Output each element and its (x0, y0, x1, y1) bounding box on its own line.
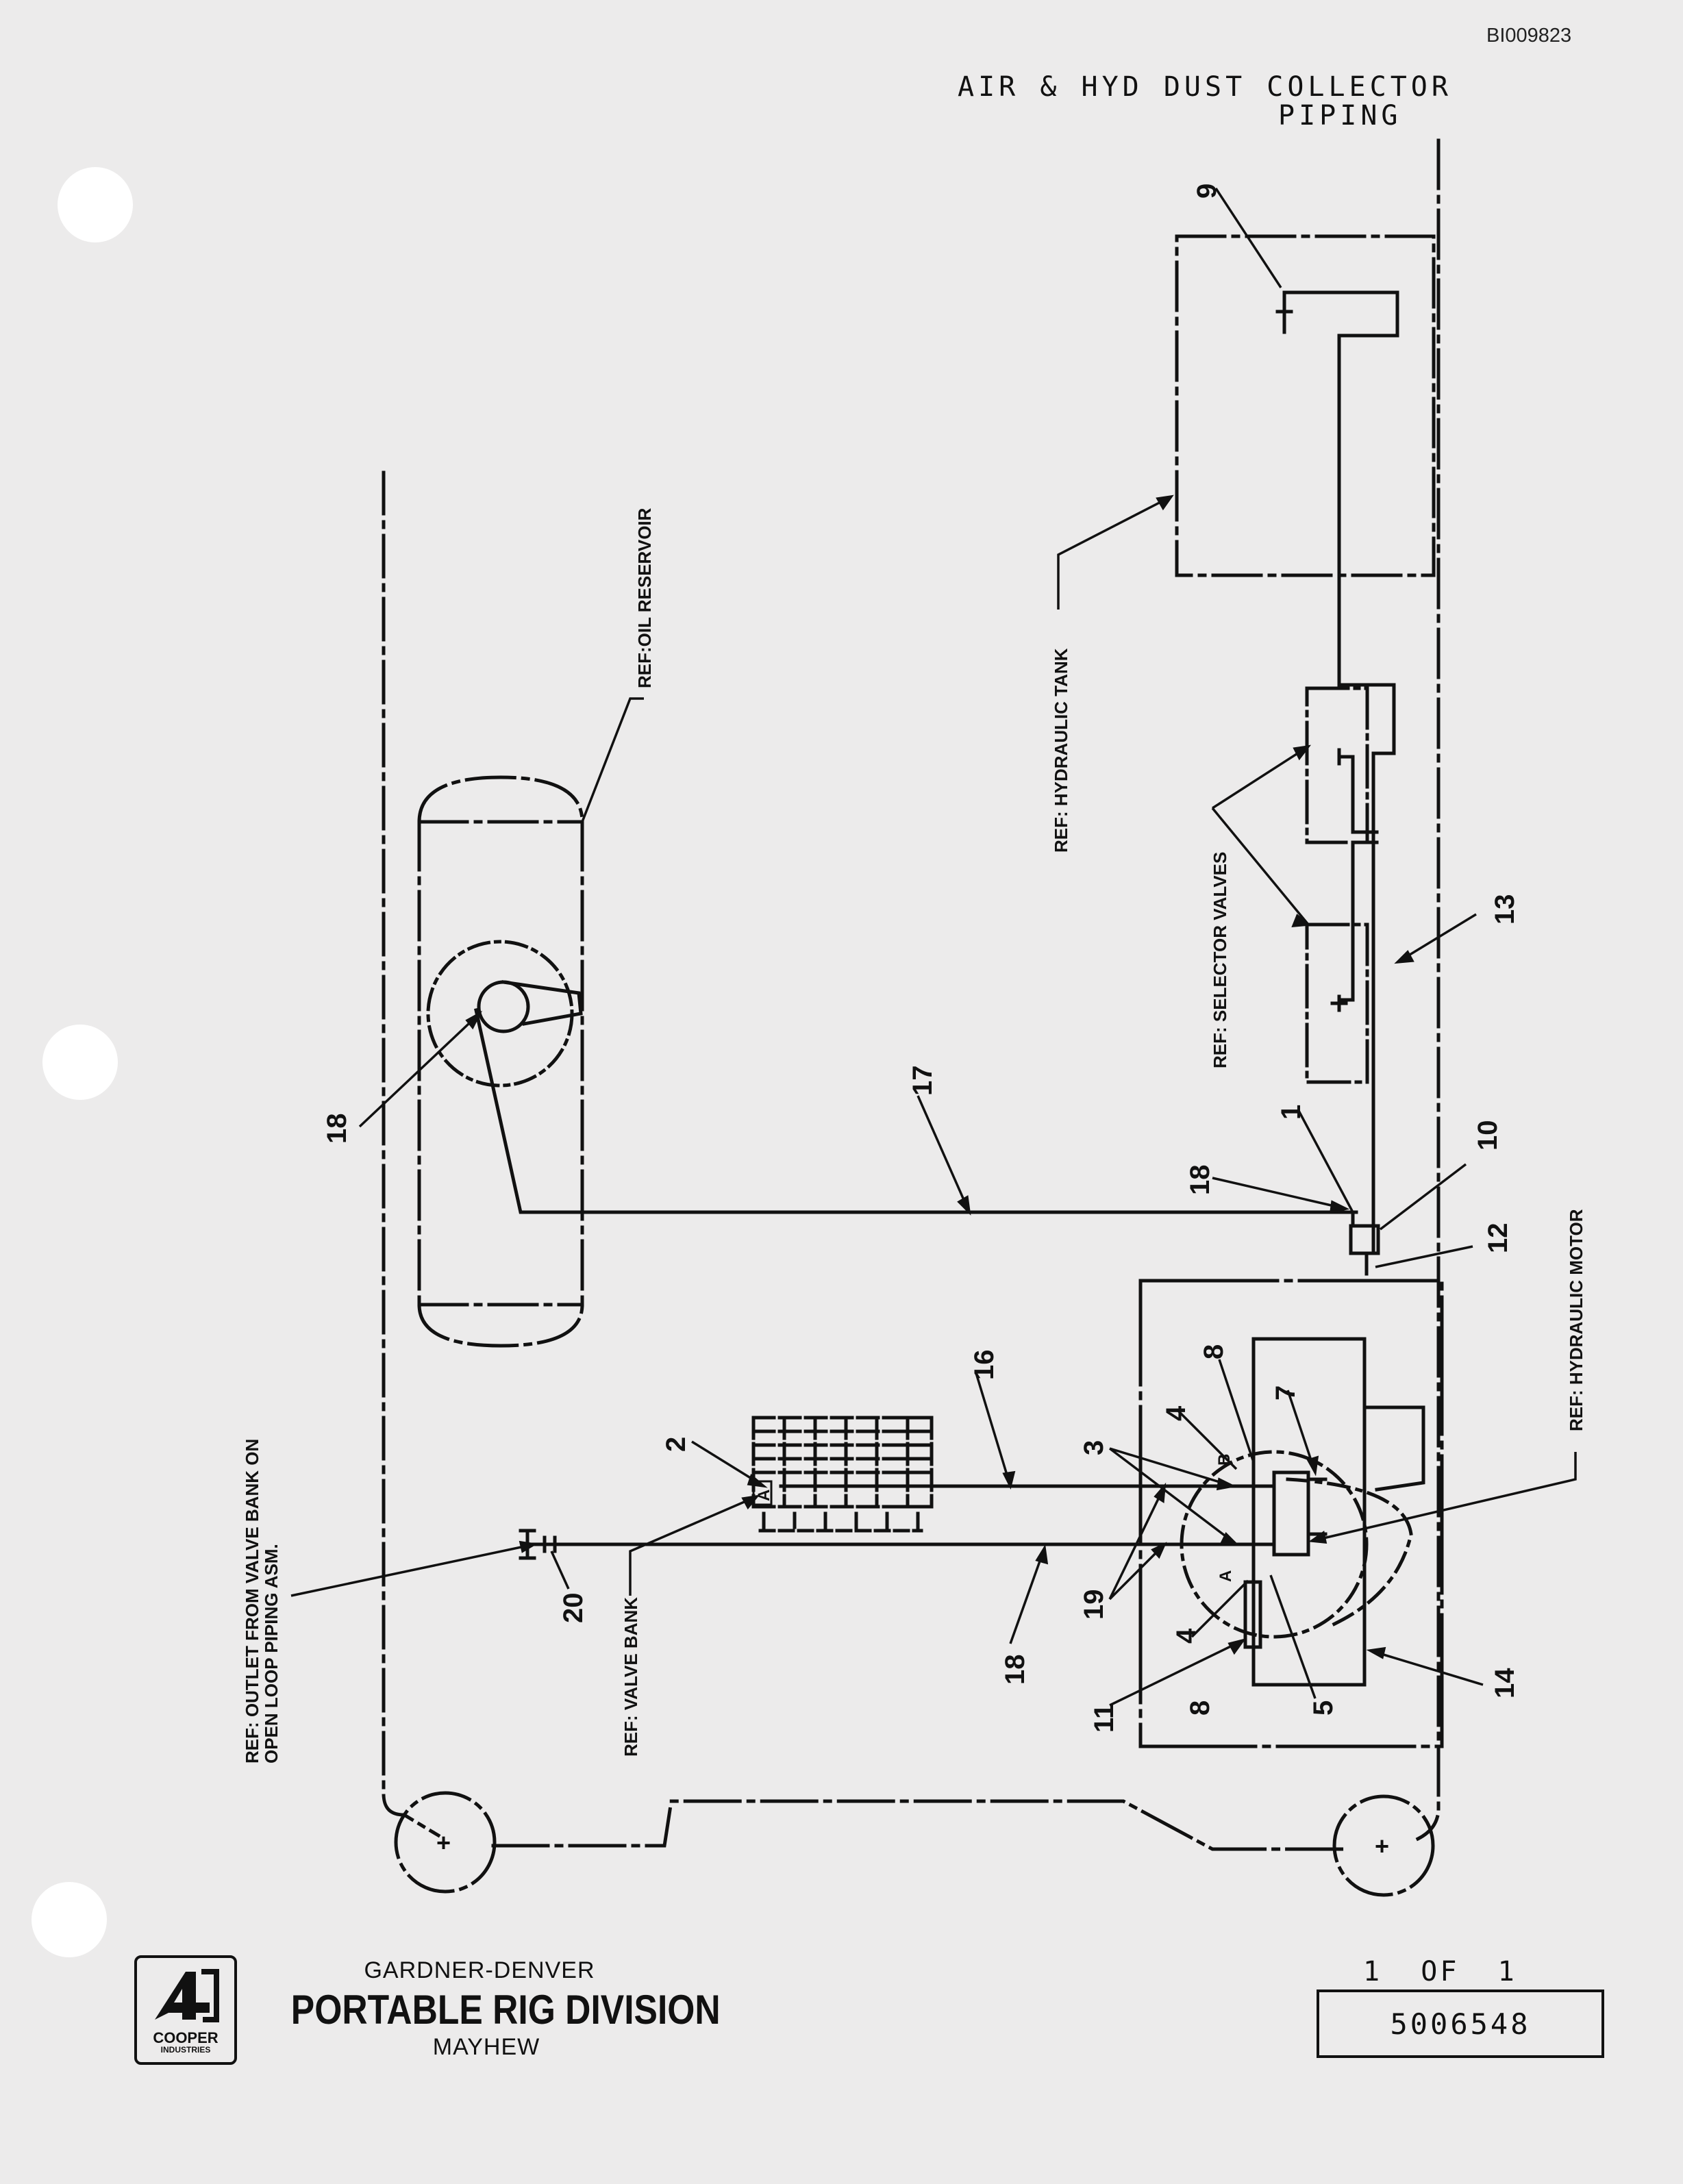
leader-13 (1397, 913, 1477, 964)
fitting-10 (1349, 1224, 1380, 1255)
selector-valve-link (1337, 755, 1379, 1002)
port-label-a-valve-bank: A (755, 1490, 773, 1501)
leader-oil-reservoir (581, 697, 644, 823)
reservoir-cap (477, 980, 530, 1033)
wheel-left (394, 1791, 497, 1894)
callout-8-upper: 8 (1199, 1344, 1229, 1359)
port-label-a-motor: A (1217, 1570, 1235, 1582)
callout-2: 2 (661, 1437, 691, 1452)
selector-valve-upper (1305, 686, 1369, 844)
leader-8-upper (1218, 1359, 1255, 1463)
callout-10: 10 (1473, 1120, 1503, 1151)
leader-4-lower (1190, 1579, 1249, 1638)
callout-18-left: 18 (322, 1114, 352, 1144)
leader-17 (1009, 1547, 1046, 1644)
callout-19: 19 (1079, 1590, 1109, 1620)
punch-hole-bottom (32, 1882, 107, 1957)
part-number: 5006548 (1390, 2007, 1531, 2041)
leader-valve-bank (629, 1495, 758, 1596)
document-id: BI009823 (1486, 25, 1572, 47)
leader-outlet (290, 1543, 535, 1597)
leader-20 (550, 1551, 570, 1590)
leader-hydraulic-tank (1057, 495, 1172, 610)
location-name: MAYHEW (432, 2034, 540, 2060)
tank-return-line (1282, 290, 1399, 1221)
leader-10 (1379, 1163, 1467, 1231)
wheel-right (1332, 1794, 1435, 1897)
callout-13: 13 (1490, 894, 1520, 925)
line-16 (474, 1008, 1358, 1214)
valve-bank (751, 1416, 934, 1509)
frame-left-rail (382, 470, 441, 1838)
callout-1: 1 (1276, 1105, 1306, 1120)
port-label-b: B (1215, 1454, 1234, 1466)
wheel-left-hub: + (436, 1829, 451, 1857)
oil-reservoir (417, 775, 584, 1348)
port-a-box (752, 1480, 773, 1506)
callout-18-right: 18 (1185, 1165, 1215, 1196)
callout-11: 11 (1089, 1704, 1119, 1733)
callout-15: 16 (969, 1350, 999, 1381)
drawing-title-line2: PIPING (1278, 100, 1402, 131)
company-name: GARDNER-DENVER (364, 1957, 595, 1983)
drawing-title-line1: AIR & HYD DUST COLLECTOR (958, 71, 1452, 103)
case-drain-fitting (1243, 1580, 1262, 1649)
division-name: PORTABLE RIG DIVISION (290, 1987, 721, 2033)
leader-15 (975, 1372, 1012, 1487)
ref-valve-bank: REF: VALVE BANK (621, 1597, 641, 1757)
cooper-logo-mark (155, 1969, 219, 2022)
motor-housing (1138, 1279, 1444, 1748)
leader-4-upper (1177, 1409, 1238, 1470)
callout-9: 9 (1192, 184, 1222, 199)
callout-14: 14 (1490, 1668, 1520, 1698)
leader-hydraulic-motor (1311, 1452, 1577, 1542)
callout-5: 5 (1308, 1700, 1338, 1716)
callout-12: 12 (1483, 1223, 1513, 1254)
leader-3 (1108, 1447, 1238, 1546)
callout-7: 7 (1271, 1385, 1301, 1401)
hydraulic-tank (1175, 234, 1436, 577)
leader-14 (1369, 1649, 1484, 1686)
leader-1 (1297, 1109, 1354, 1213)
ref-outlet-line2: OPEN LOOP PIPING ASM. (261, 1544, 282, 1763)
wheel-right-hub: + (1375, 1832, 1389, 1860)
ref-selector-valves: REF: SELECTOR VALVES (1210, 852, 1230, 1068)
leader-16 (917, 1095, 971, 1213)
selector-valve-lower (1305, 922, 1369, 1084)
ref-hydraulic-tank: REF: HYDRAULIC TANK (1051, 648, 1071, 853)
cooper-industries-logo: COOPER INDUSTRIES (134, 1955, 237, 2065)
punch-hole-middle (42, 1025, 118, 1100)
ref-oil-reservoir: REF:OIL RESERVOIR (634, 507, 655, 688)
callout-4-upper: 4 (1161, 1405, 1191, 1421)
punch-hole-top (58, 167, 133, 242)
leader-18-left (358, 1012, 481, 1128)
callout-16: 17 (908, 1066, 938, 1096)
leader-9 (1214, 188, 1282, 288)
ref-outlet-line1: REF: OUTLET FROM VALVE BANK ON (242, 1439, 262, 1763)
leader-selector-valves (1211, 745, 1310, 926)
frame-bottom-line (491, 1799, 1345, 1851)
frame-right-rail (1415, 138, 1441, 1842)
callout-4-lower: 4 (1171, 1628, 1201, 1644)
callout-17: 18 (1000, 1655, 1030, 1685)
reservoir-fill-dashed (426, 940, 574, 1088)
leader-12 (1375, 1245, 1473, 1268)
hydraulic-motor-body (1272, 1470, 1310, 1557)
leader-11 (1109, 1639, 1244, 1707)
callout-3: 3 (1079, 1440, 1109, 1455)
sheet-count: 1 OF 1 (1363, 1956, 1517, 1987)
logo-text-cooper: COOPER (153, 2029, 219, 2046)
ref-hydraulic-motor: REF: HYDRAULIC MOTOR (1566, 1209, 1586, 1431)
part-number-box: 5006548 (1317, 1990, 1604, 2058)
callout-8-lower: 8 (1185, 1700, 1215, 1716)
logo-text-industries: INDUSTRIES (160, 2045, 211, 2055)
leader-5 (1269, 1574, 1317, 1699)
callout-20: 20 (558, 1593, 588, 1624)
leader-18-right (1212, 1177, 1347, 1210)
tank-fitting (1275, 290, 1293, 334)
